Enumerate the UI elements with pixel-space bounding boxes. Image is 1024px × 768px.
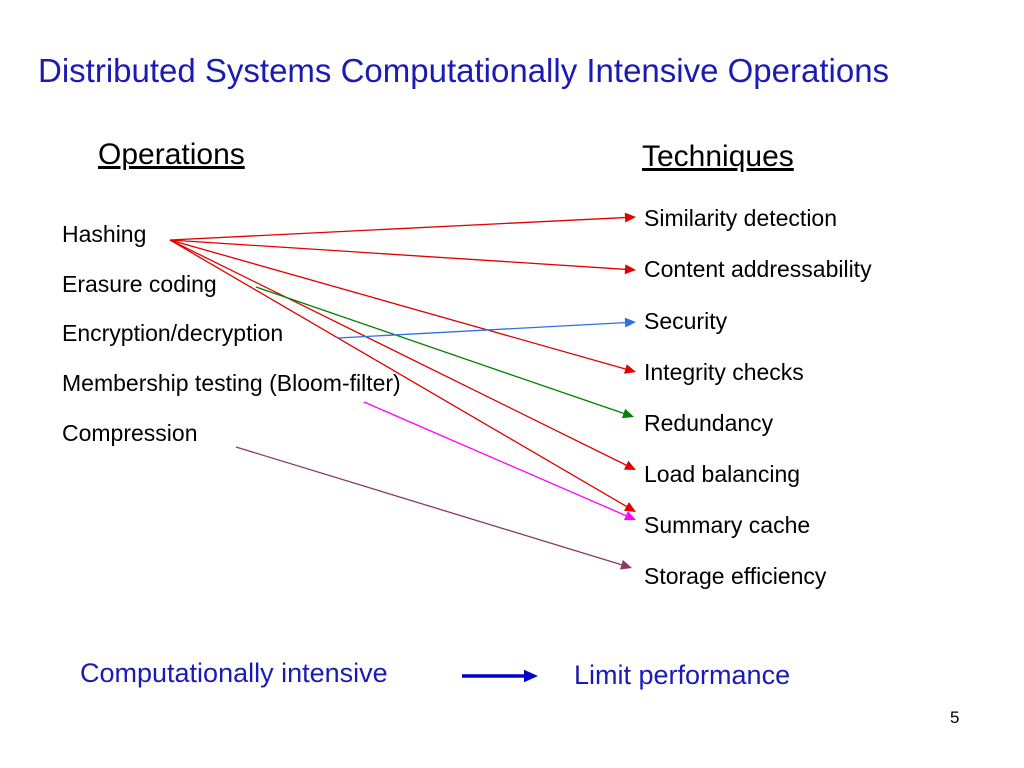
legend-arrow	[462, 669, 538, 683]
operation-erasure-coding: Erasure coding	[62, 271, 217, 297]
page-number: 5	[950, 708, 960, 727]
arrow-hashing-to-integrity-checks	[169, 239, 636, 374]
arrow-erasure-coding-to-redundancy	[255, 286, 634, 419]
technique-load-balancing: Load balancing	[644, 461, 801, 487]
legend-arrow-shape	[462, 669, 538, 683]
arrow-membership-testing-bloom-filter-to-summary-cache	[363, 401, 636, 521]
link-layer	[169, 212, 636, 570]
technique-security: Security	[644, 308, 728, 334]
arrow-compression-to-storage-efficiency	[235, 446, 632, 570]
arrow-encryption-decryption-to-security	[337, 317, 636, 339]
operation-membership-testing: Membership testing (Bloom-filter)	[62, 370, 401, 396]
arrow-hashing-to-load-balancing	[169, 239, 636, 470]
operation-compression: Compression	[62, 420, 198, 446]
slide-title: Distributed Systems Computationally Inte…	[38, 52, 890, 89]
arrow-hashing-to-summary-cache	[169, 239, 636, 512]
operations-heading: Operations	[98, 138, 245, 171]
technique-summary-cache: Summary cache	[644, 512, 811, 538]
arrow-hashing-to-content-addressability	[169, 239, 636, 275]
legend-limit-performance: Limit performance	[574, 660, 791, 690]
technique-storage-efficiency: Storage efficiency	[644, 563, 827, 589]
legend-computationally-intensive: Computationally intensive	[80, 658, 388, 688]
operation-encryption: Encryption/decryption	[62, 320, 284, 346]
arrow-hashing-to-similarity-detection	[169, 212, 636, 241]
technique-content-addressability: Content addressability	[644, 256, 872, 282]
operation-hashing: Hashing	[62, 221, 147, 247]
technique-redundancy: Redundancy	[644, 410, 774, 436]
technique-similarity-detection: Similarity detection	[644, 205, 838, 231]
techniques-heading: Techniques	[642, 140, 794, 173]
technique-integrity-checks: Integrity checks	[644, 359, 804, 385]
